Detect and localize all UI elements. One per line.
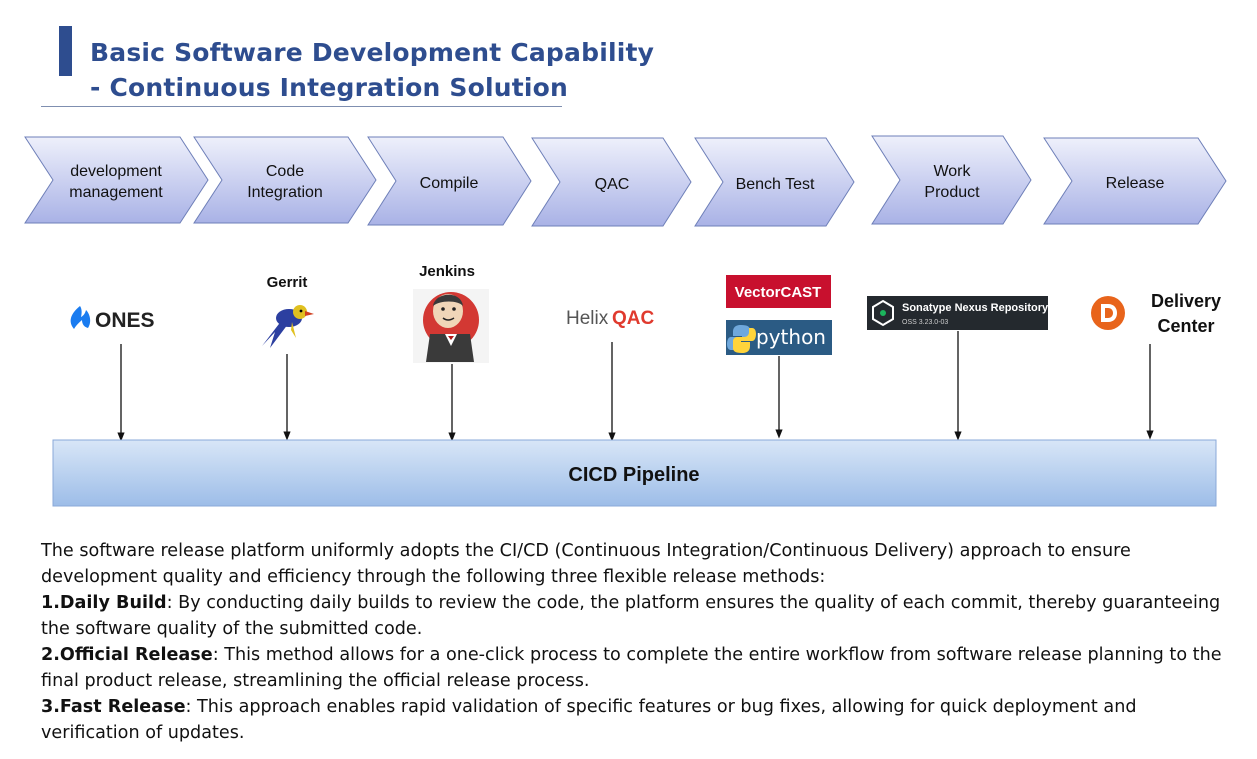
stage-chevron-development-management: development management (24, 136, 209, 224)
nexus-version-text: OSS 3.23.0-03 (902, 319, 948, 326)
nexus-hexagon-icon (872, 299, 894, 327)
delivery-d-icon (1091, 296, 1125, 330)
helixqac-logo: Helix QAC (566, 308, 655, 329)
stage-chevron-code-integration: Code Integration (193, 136, 377, 224)
cicd-pipeline-bar: CICD Pipeline (52, 439, 1217, 507)
method-fast-release-text: : This approach enables rapid validation… (41, 697, 1137, 743)
stage-chevron-release: Release (1043, 137, 1227, 225)
method-official-release: 2.Official Release: This method allows f… (41, 642, 1231, 694)
page-title-line1: Basic Software Development Capability (90, 38, 655, 67)
ones-flame-icon (70, 306, 91, 329)
python-logo: python (726, 320, 832, 355)
vectorcast-logo: VectorCAST (726, 275, 831, 308)
vectorcast-logo-text: VectorCAST (735, 284, 822, 301)
stage-label-work-product-line2: Product (924, 184, 980, 201)
title-accent-bar (59, 26, 72, 76)
delivery-center-logo (1091, 296, 1125, 330)
stage-label-bench-test: Bench Test (736, 176, 815, 193)
method-official-release-title: 2.Official Release (41, 645, 213, 665)
description-intro: The software release platform uniformly … (41, 541, 1131, 587)
python-logo-text: python (756, 325, 826, 349)
cicd-pipeline-label: CICD Pipeline (568, 464, 699, 486)
method-fast-release-title: 3.Fast Release (41, 697, 186, 717)
method-daily-build-title: 1.Daily Build (41, 593, 167, 613)
description-text: The software release platform uniformly … (41, 538, 1231, 746)
python-snake-icon (727, 325, 756, 353)
method-daily-build-text: : By conducting daily builds to review t… (41, 593, 1221, 639)
jenkins-label: Jenkins (419, 263, 475, 280)
helixqac-logo-text-helix: Helix (566, 308, 609, 329)
jenkins-butler-icon (413, 289, 489, 363)
stage-chevron-compile: Compile (367, 136, 532, 226)
stage-chevron-bench-test: Bench Test (694, 137, 855, 227)
stage-label-development-management-line1: development (70, 163, 162, 180)
gerrit-label: Gerrit (267, 274, 308, 291)
ones-logo-text: ONES (95, 309, 155, 332)
title-underline (41, 106, 562, 107)
stage-chevron-qac: QAC (531, 137, 692, 227)
method-fast-release: 3.Fast Release: This approach enables ra… (41, 694, 1231, 746)
stage-label-code-integration-line1: Code (266, 163, 304, 180)
page-title-line2: - Continuous Integration Solution (90, 73, 569, 102)
ones-logo: ONES (70, 306, 155, 332)
stage-chevron-work-product: Work Product (871, 135, 1032, 225)
delivery-center-label-line1: Delivery (1151, 291, 1221, 311)
stage-label-release: Release (1106, 175, 1165, 192)
stage-label-work-product-line1: Work (933, 163, 971, 180)
page-title: Basic Software Development Capability - … (90, 35, 654, 105)
stage-label-development-management-line2: management (69, 184, 163, 201)
nexus-logo: Sonatype Nexus Repository OSS 3.23.0-03 (867, 296, 1049, 330)
stage-label-compile: Compile (420, 175, 479, 192)
helixqac-logo-text-qac: QAC (612, 308, 655, 329)
delivery-center-label-line2: Center (1157, 316, 1214, 336)
gerrit-bird-icon (262, 305, 314, 348)
nexus-logo-text: Sonatype Nexus Repository (902, 302, 1049, 314)
method-official-release-text: : This method allows for a one-click pro… (41, 645, 1222, 691)
method-daily-build: 1.Daily Build: By conducting daily build… (41, 590, 1231, 642)
stage-label-code-integration-line2: Integration (247, 184, 323, 201)
ci-flow-diagram: development management Code Integration … (24, 135, 1227, 507)
stage-label-qac: QAC (595, 176, 630, 193)
